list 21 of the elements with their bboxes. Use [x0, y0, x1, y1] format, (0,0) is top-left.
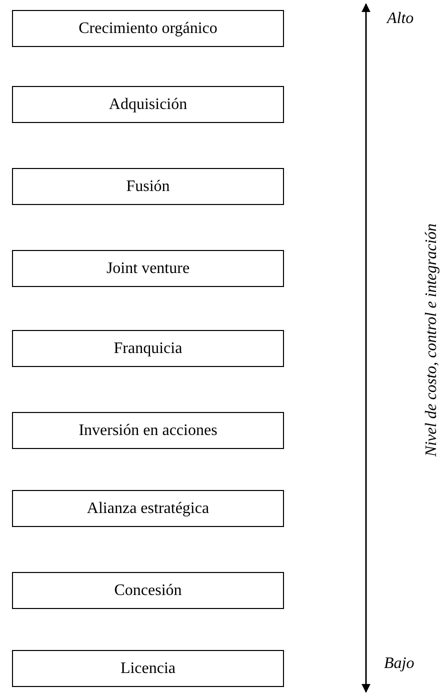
strategy-label: Licencia — [120, 660, 176, 678]
strategy-box — [12, 250, 284, 287]
axis-low-label: Bajo — [384, 655, 414, 673]
strategy-label: Franquicia — [114, 340, 182, 358]
strategy-label: Alianza estratégica — [86, 500, 210, 518]
strategy-box — [12, 10, 284, 47]
strategy-label: Concesión — [114, 582, 182, 600]
strategy-label: Inversión en acciones — [78, 422, 218, 440]
strategy-label: Fusión — [126, 178, 170, 196]
strategy-box — [12, 330, 284, 367]
strategy-box — [12, 572, 284, 609]
strategy-box — [12, 86, 284, 123]
strategy-box — [12, 412, 284, 449]
strategy-label: Adquisición — [108, 96, 188, 114]
strategy-box — [12, 650, 284, 687]
axis-high-label: Alto — [387, 10, 414, 28]
axis-title: Nivel de costo, control e integración — [423, 223, 441, 457]
strategy-label: Crecimiento orgánico — [78, 20, 218, 38]
strategy-label: Joint venture — [106, 260, 190, 278]
strategy-box — [12, 168, 284, 205]
strategy-box — [12, 490, 284, 527]
